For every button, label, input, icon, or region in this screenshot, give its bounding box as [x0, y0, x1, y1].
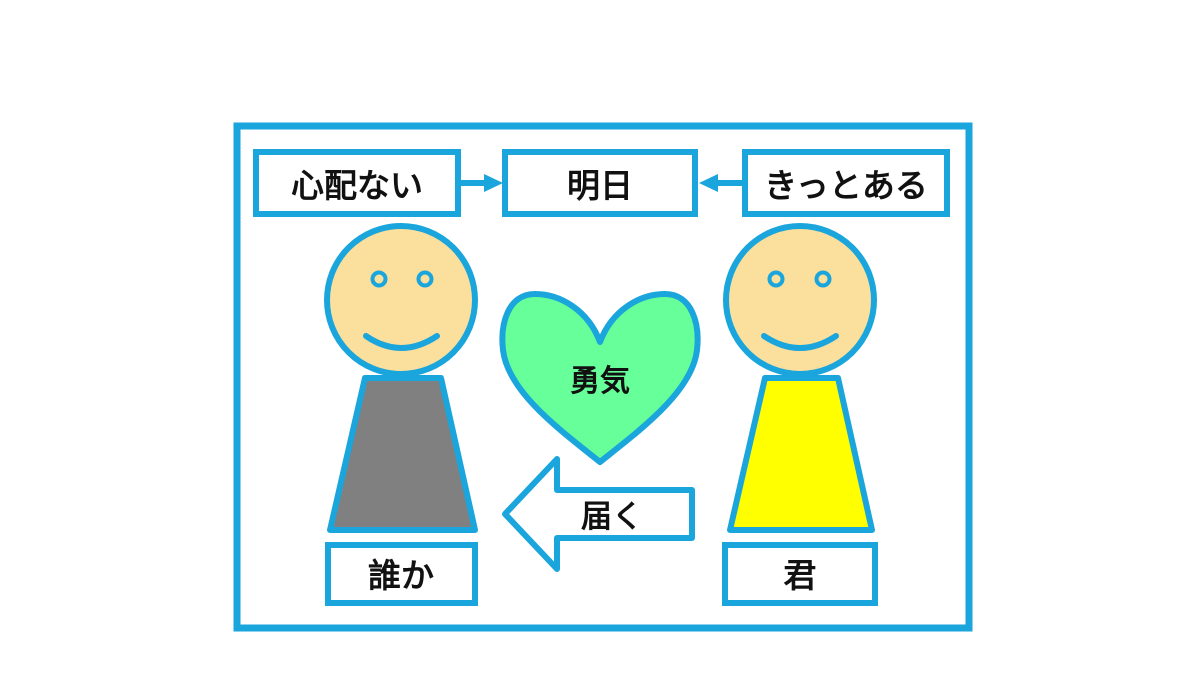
big-left-arrow-icon: [502, 456, 695, 572]
right-eye-icon: [767, 270, 785, 288]
left-eye-icon: [370, 270, 388, 288]
left-body: [327, 375, 478, 533]
left-name-label: 誰か: [368, 556, 434, 595]
left-name-box: [325, 542, 478, 606]
smile-icon: [363, 333, 440, 351]
smile-icon: [761, 333, 839, 351]
tomorrow-label: 明日: [567, 166, 633, 205]
heart-label: 勇気: [570, 364, 630, 399]
right-arrow-icon: [458, 174, 503, 192]
left-arrow-icon: [699, 174, 745, 192]
heart-icon: [499, 291, 701, 465]
tomorrow-box: [502, 149, 698, 217]
arrow-label: 届く: [581, 499, 643, 535]
left-person-figure: [324, 223, 478, 533]
right-name-box: [722, 542, 878, 606]
right-face: [723, 223, 877, 377]
left-eye-icon: [416, 270, 434, 288]
right-name-label: 君: [784, 556, 817, 595]
right-person-figure: [723, 223, 877, 533]
worry-box: [253, 149, 461, 217]
left-face: [324, 223, 478, 377]
surely-label: きっとある: [764, 166, 928, 205]
right-eye-icon: [814, 270, 832, 288]
right-body: [727, 375, 875, 533]
worry-label: 心配ない: [291, 166, 423, 205]
